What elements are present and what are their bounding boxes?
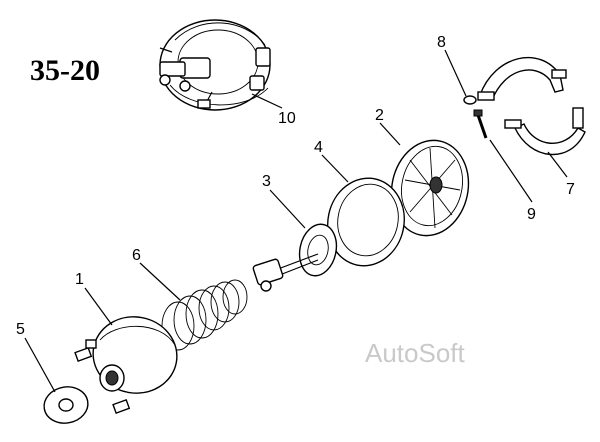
part-4-diaphragm [327, 177, 405, 267]
callout-4: 4 [314, 139, 323, 156]
callout-2: 2 [375, 107, 384, 124]
part-8-nut [463, 95, 477, 105]
callout-8: 8 [437, 34, 446, 51]
part-1-housing [74, 316, 178, 414]
part-5-washer [43, 386, 89, 424]
callout-1: 1 [75, 271, 84, 288]
callout-6: 6 [132, 247, 141, 264]
part-3-push-rod [252, 223, 338, 292]
part-2-diaphragm-plate [390, 139, 470, 237]
watermark: AutoSoft [365, 338, 466, 368]
callout-7: 7 [566, 181, 575, 198]
callout-5: 5 [16, 321, 25, 338]
callout-9: 9 [527, 206, 536, 223]
figure-label: 35-20 [30, 54, 100, 87]
callout-10: 10 [278, 110, 296, 127]
part-6-spring [161, 279, 248, 351]
part-9-bolt [473, 109, 488, 139]
part-10-booster [159, 19, 271, 111]
part-7-clamp-straps [477, 56, 586, 156]
callout-3: 3 [262, 173, 271, 190]
